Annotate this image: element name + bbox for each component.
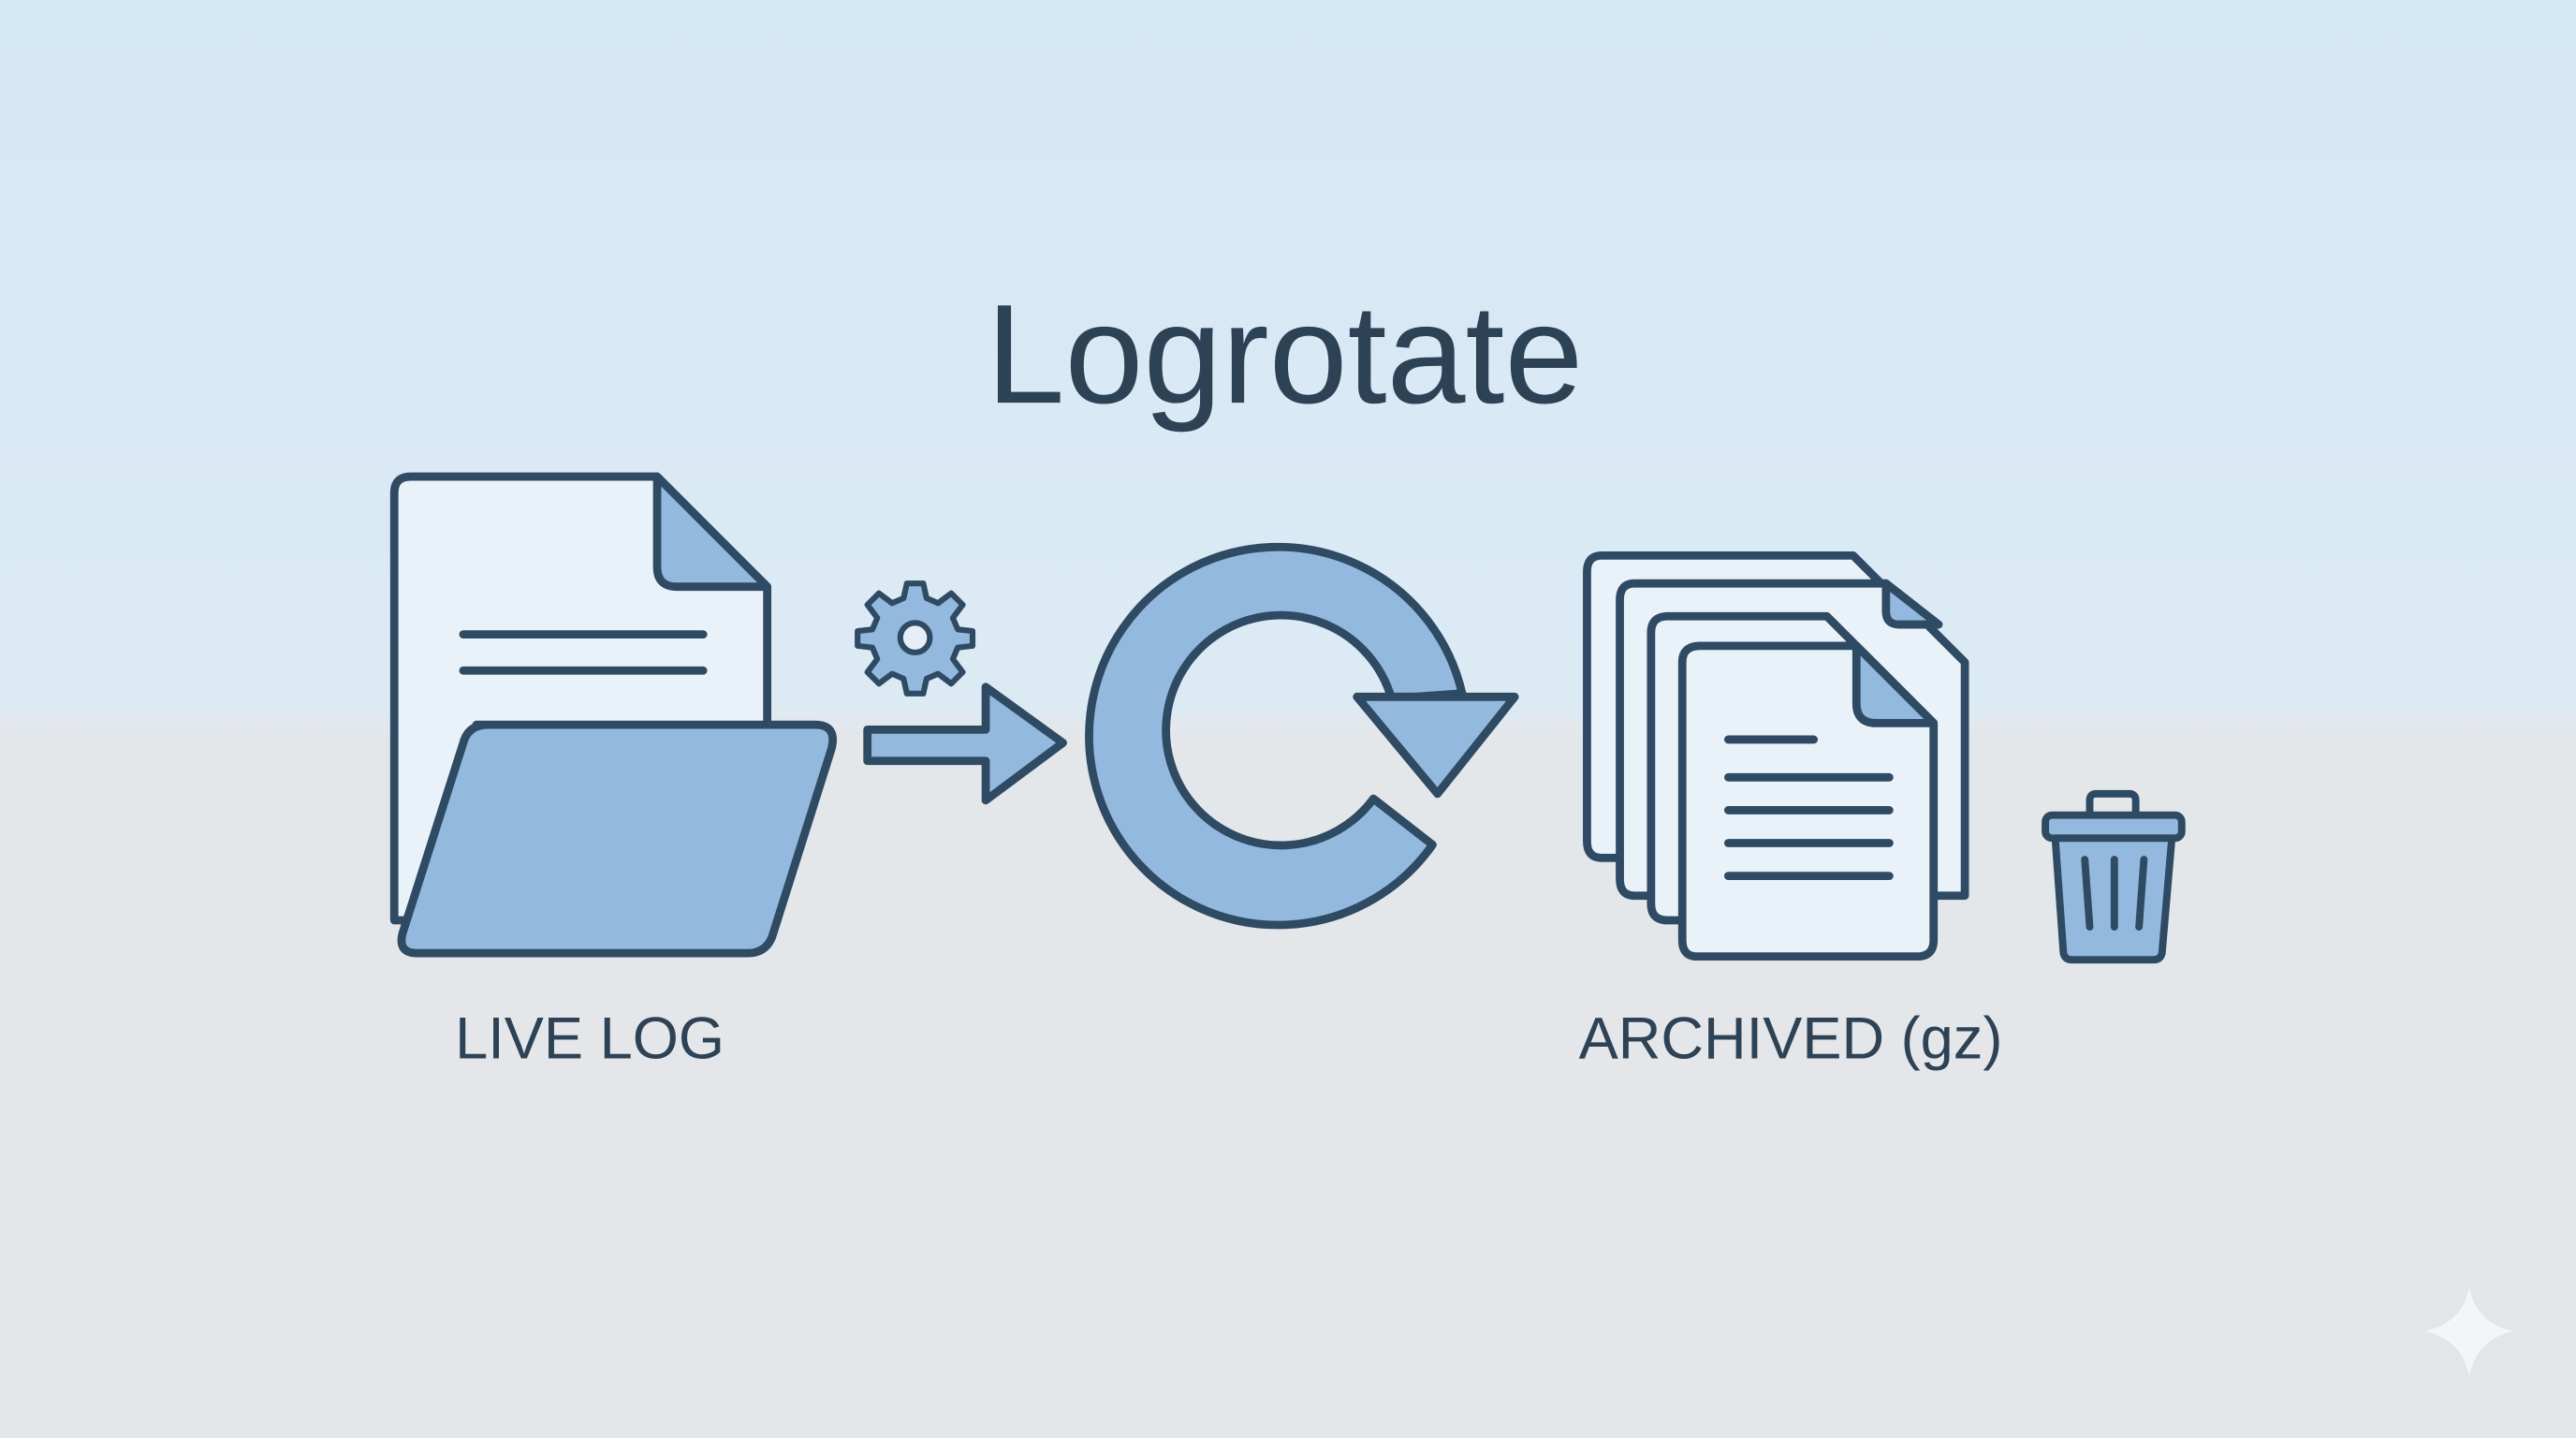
archived-label: ARCHIVED (gz) — [1579, 1005, 2003, 1071]
live-log-label: LIVE LOG — [455, 1005, 724, 1071]
gear-icon — [855, 580, 976, 697]
trash-icon — [2042, 789, 2186, 964]
log-file-folder-icon — [389, 472, 837, 958]
sparkle-icon — [2424, 1286, 2514, 1378]
page-title: Logrotate — [987, 274, 1584, 433]
rotate-arrow-icon — [1085, 542, 1519, 930]
archived-files-stack-icon — [1583, 550, 1969, 961]
right-arrow-icon — [863, 682, 1067, 805]
